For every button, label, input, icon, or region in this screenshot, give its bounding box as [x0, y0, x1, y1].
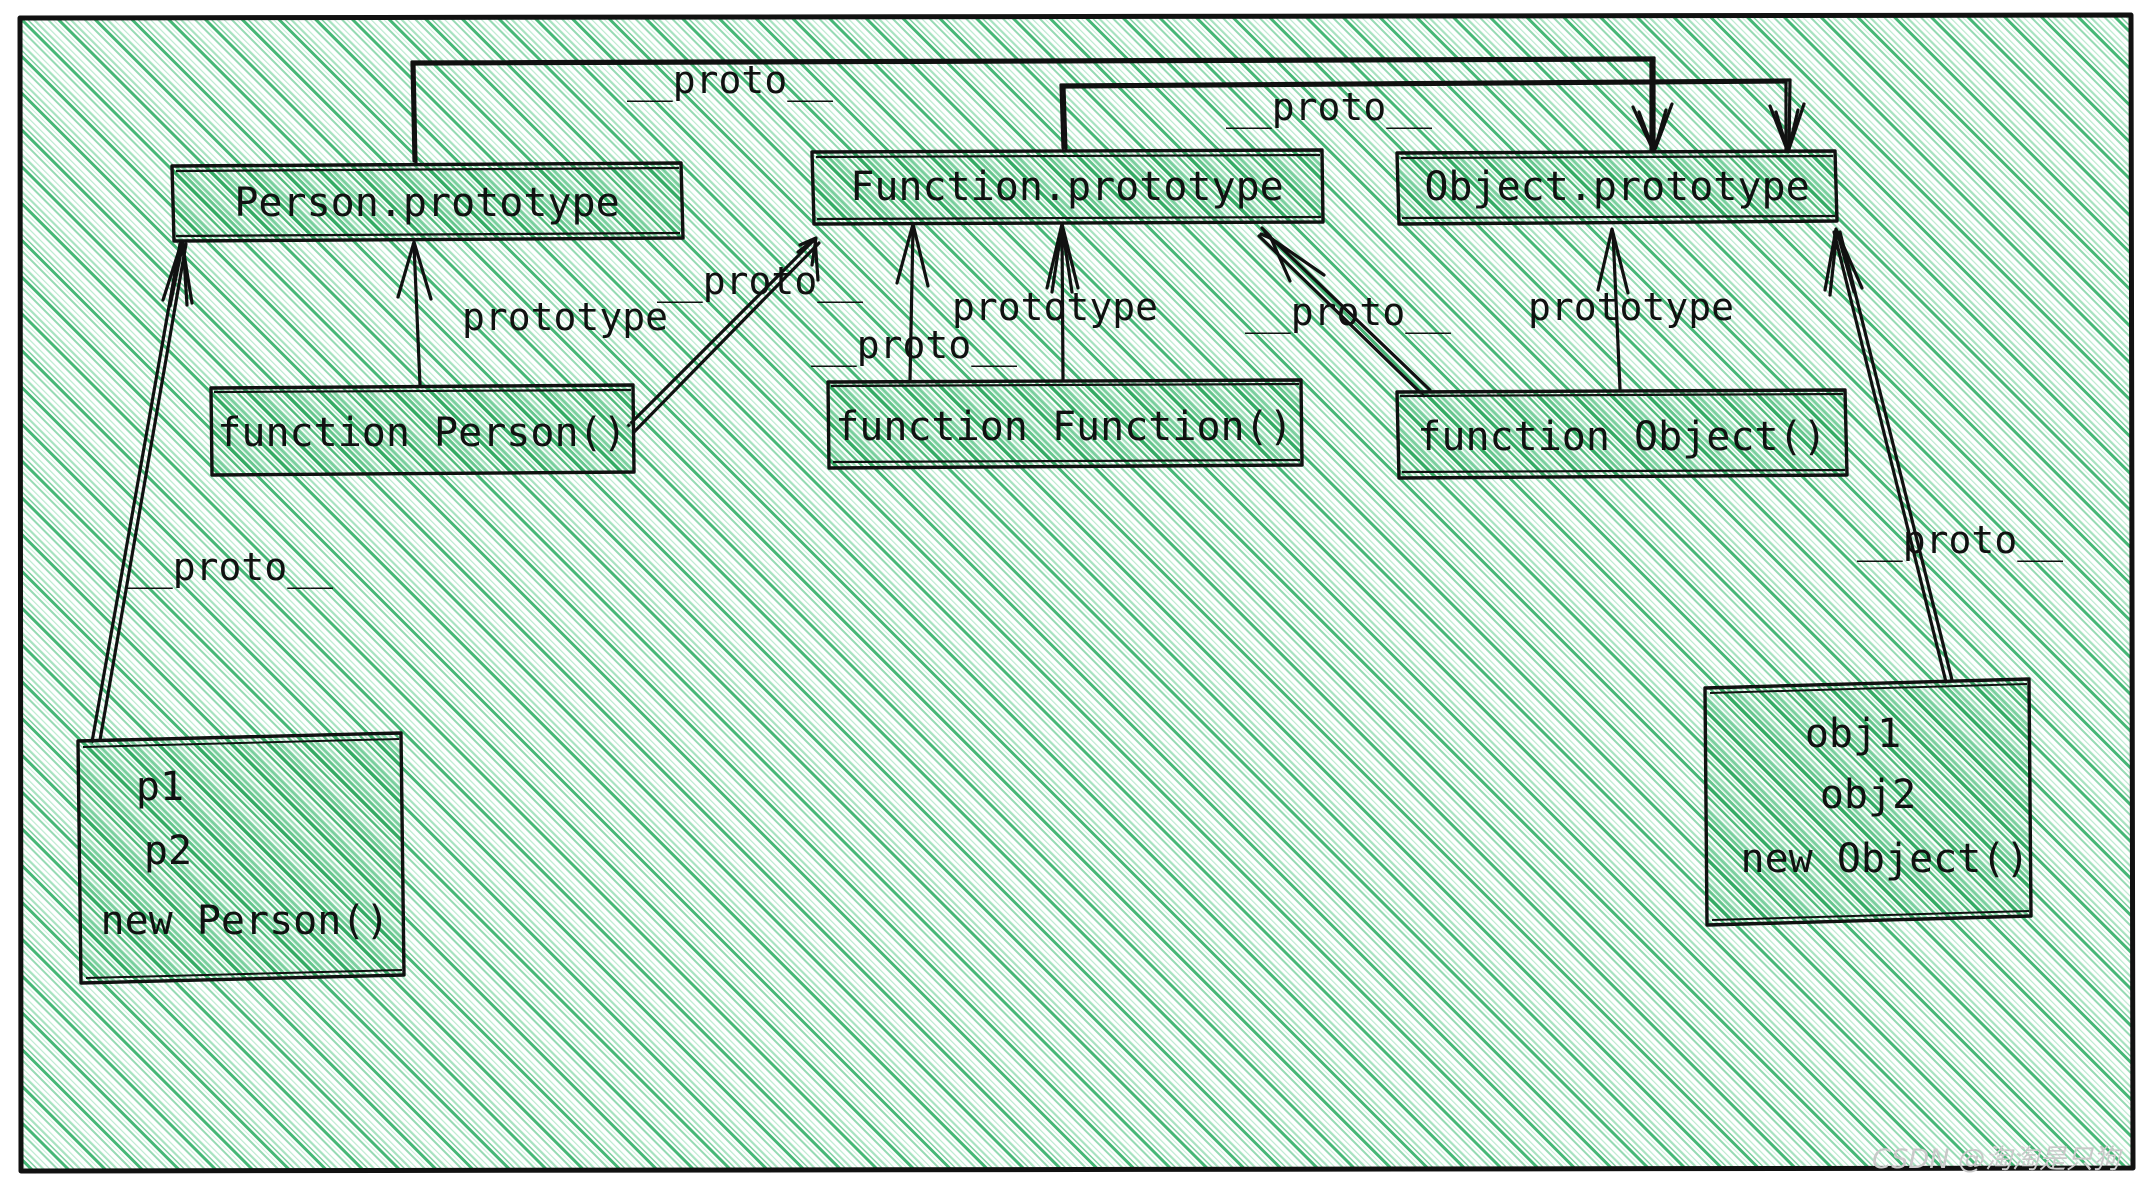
instance-label-obj1: obj1 [1805, 711, 1901, 757]
instance-label-new-person: new Person() [101, 898, 390, 944]
box-label-function-person: function Person() [217, 410, 626, 456]
edge-label-function-fn-proto: __proto__ [811, 323, 1017, 368]
watermark-text: CSDN @淘淘是只狗 [1872, 1144, 2123, 1175]
instance-label-p1: p1 [136, 764, 184, 810]
box-label-function-prototype: Function.prototype [850, 164, 1283, 210]
edges-layer: Object.prototype (long top orthogonal ro… [90, 56, 1954, 744]
box-label-function-function: function Function() [835, 404, 1293, 450]
box-person-instances[interactable]: p1 p2 new Person() [76, 731, 406, 985]
box-object-prototype[interactable]: Object.prototype [1395, 149, 1839, 226]
box-function-function[interactable]: function Function() [826, 378, 1304, 470]
box-person-prototype[interactable]: Person.prototype [170, 161, 685, 243]
edge-label-person-fn-prototype: prototype [462, 295, 668, 339]
edge-person-instances-proto-path [90, 239, 194, 744]
edge-function-proto-to-object-proto-path [1059, 78, 1806, 154]
box-object-instances[interactable]: obj1 obj2 new Object() [1703, 677, 2033, 927]
edge-label-person-proto-to-object-proto: __proto__ [627, 58, 833, 103]
box-function-person[interactable]: function Person() [209, 383, 636, 477]
edge-person-fn-prototype-path [396, 240, 433, 387]
box-function-prototype[interactable]: Function.prototype [810, 148, 1325, 226]
edge-label-person-fn-proto: __proto__ [657, 259, 863, 304]
edge-label-object-fn-proto: __proto__ [1245, 290, 1451, 335]
box-function-object[interactable]: function Object() [1395, 388, 1849, 480]
box-label-person-prototype: Person.prototype [234, 180, 619, 226]
instance-label-obj2: obj2 [1820, 772, 1916, 818]
box-label-object-prototype: Object.prototype [1424, 164, 1809, 210]
box-label-function-object: function Object() [1417, 414, 1826, 460]
instance-label-p2: p2 [144, 828, 192, 874]
edge-label-function-proto-to-object-proto: __proto__ [1226, 85, 1432, 130]
edge-object-instances-proto-path [1823, 227, 1954, 684]
edge-person-fn-proto-path [626, 236, 821, 434]
edge-label-object-instances-proto: __proto__ [1857, 518, 2063, 563]
edge-labels-layer: __proto__ __proto__ prototype __proto__ … [127, 58, 2063, 590]
edge-object-fn-prototype-path [1596, 227, 1630, 391]
edge-label-function-fn-prototype: prototype [952, 285, 1158, 329]
edge-label-person-instances-proto: __proto__ [127, 545, 333, 590]
edge-object-fn-proto-path [1257, 226, 1432, 398]
edge-label-object-fn-prototype: prototype [1528, 285, 1734, 329]
instance-label-new-object: new Object() [1741, 836, 2030, 882]
